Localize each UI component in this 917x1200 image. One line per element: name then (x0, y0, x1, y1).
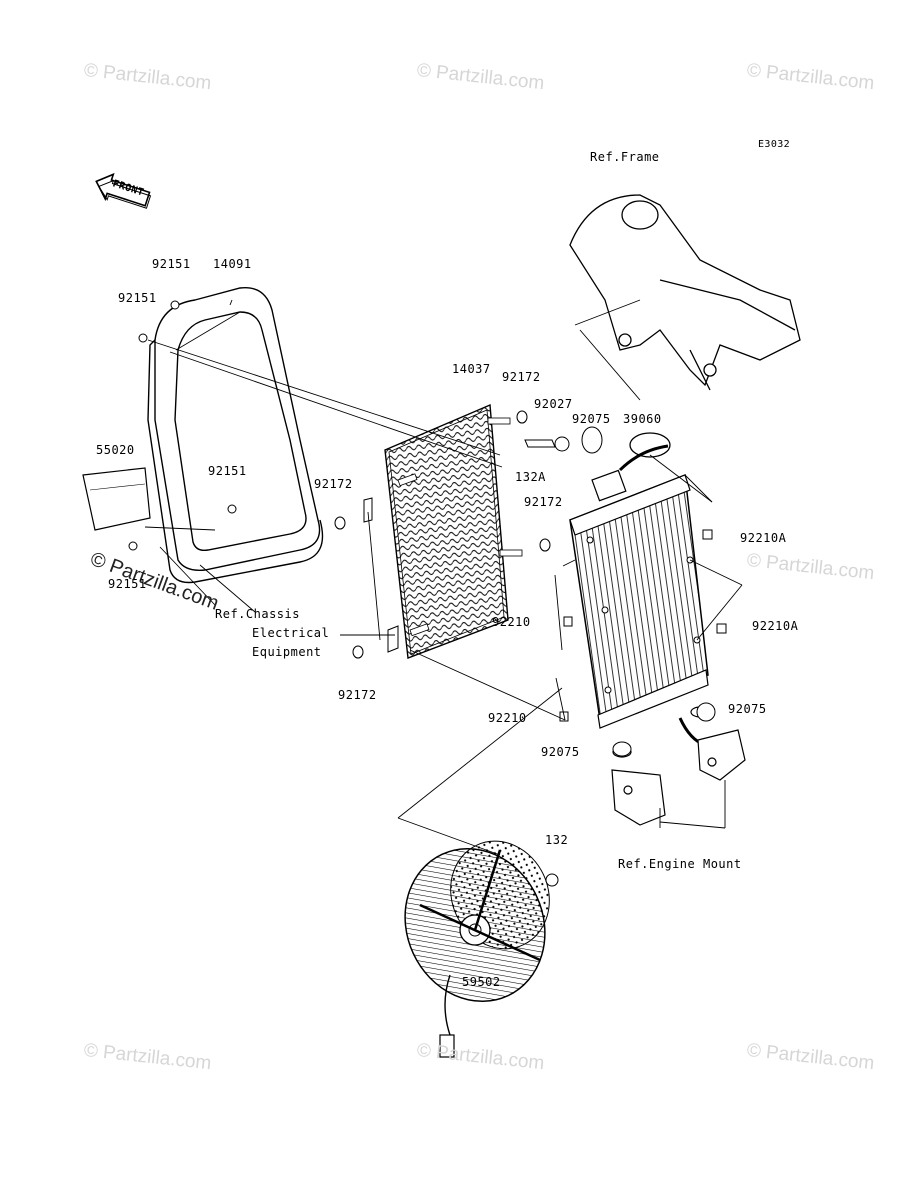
part-label: 92210A (740, 531, 787, 545)
ref-chassis-label: Ref.Chassis (215, 607, 300, 621)
part-label: 92151 (152, 257, 191, 271)
part-label: 59502 (462, 975, 501, 989)
part-label: 92172 (524, 495, 563, 509)
fasteners (128, 300, 727, 887)
part-label: 14091 (213, 257, 252, 271)
part-label: 92210 (488, 711, 527, 725)
part-label: 92172 (502, 370, 541, 384)
ref-chassis-label-2: Electrical (252, 626, 330, 640)
cooling-fan (404, 840, 550, 1058)
part-label: 55020 (96, 443, 135, 457)
part-label: 92172 (338, 688, 377, 702)
part-label: 92172 (314, 477, 353, 491)
ref-chassis-label-3: Equipment (252, 645, 322, 659)
part-label: 132 (545, 833, 569, 847)
part-label: 92151 (208, 464, 247, 478)
part-label: 92075 (572, 412, 611, 426)
part-label: 14037 (452, 362, 491, 376)
part-label: 92075 (728, 702, 767, 716)
radiator-grille (384, 403, 523, 659)
part-label: 132A (515, 470, 546, 484)
part-label: 92027 (534, 397, 573, 411)
part-label: 39060 (623, 412, 662, 426)
front-arrow-icon (95, 172, 152, 209)
frame-reference (569, 194, 801, 391)
decal-plate (82, 467, 151, 531)
part-label: 92151 (108, 577, 147, 591)
ref-frame-label: Ref.Frame (590, 150, 660, 164)
ref-engine-mount-label: Ref.Engine Mount (618, 857, 742, 871)
diagram-code: E3032 (758, 139, 791, 150)
leader-lines (144, 299, 743, 856)
part-label: 92210 (492, 615, 531, 629)
radiator-shroud (147, 286, 324, 584)
part-label: 92075 (541, 745, 580, 759)
part-label: 92151 (118, 291, 157, 305)
radiator-core (569, 432, 709, 747)
part-label: 92210A (752, 619, 799, 633)
